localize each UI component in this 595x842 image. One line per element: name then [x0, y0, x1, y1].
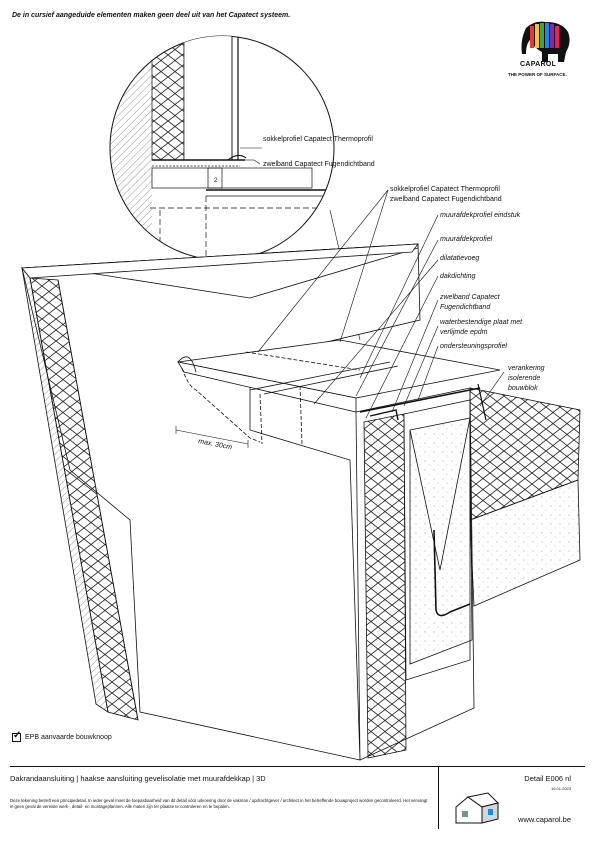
title-block: Dakrandaansluiting | haakse aansluiting … — [10, 766, 585, 829]
house-icon — [455, 792, 499, 824]
callout-plaat-2: verlijmde epdm — [440, 329, 488, 336]
callout-muurafdekprofiel-eindstuk: muurafdekprofiel eindstuk — [440, 212, 521, 219]
callout-dilatatievoeg: dilatatievoeg — [440, 255, 479, 262]
callout-thermoprofil: sokkelprofiel Capatect Thermoprofil — [390, 186, 500, 193]
callout-isolerende: isolerende — [508, 375, 540, 382]
callout-ondersteuningsprofiel: ondersteuningsprofiel — [440, 343, 507, 350]
brand-name: CAPAROL — [520, 61, 557, 68]
callout-muurafdekprofiel: muurafdekprofiel — [440, 236, 493, 243]
title-block-divider — [438, 767, 439, 829]
drawing-disclaimer: Deze tekening betreft een principedetail… — [10, 798, 428, 809]
building-3d-view — [21, 243, 581, 761]
detail-magnifier: 2 sokkelprofiel Capatect Thermoprofil zw… — [109, 35, 375, 261]
callout-fugendichtband: zwelband Capatect Fugendichtband — [390, 196, 502, 203]
detail-callout-2: zwelband Capatect Fugendichtband — [263, 161, 375, 168]
callout-verankering: verankering — [508, 365, 545, 372]
drawing-date: 19.01.2023 — [550, 786, 571, 791]
checkbox-icon — [12, 730, 21, 742]
epb-label: EPB aanvaarde bouwknoop — [25, 734, 112, 741]
drawing-title: Dakrandaansluiting | haakse aansluiting … — [10, 774, 266, 783]
callout-leaders — [257, 189, 505, 419]
epb-badge: EPB aanvaarde bouwknoop — [12, 730, 112, 742]
callout-zwelband-2: Fugendichtband — [440, 304, 491, 311]
caparol-elephant-logo — [521, 21, 570, 63]
callout-bouwblok: bouwblok — [508, 385, 538, 392]
disclaimer-note: De in cursief aangeduide elementen maken… — [12, 12, 291, 19]
brand-slogan: THE POWER OF SURFACE. — [508, 72, 567, 77]
callout-zwelband-1: zwelband Capatect — [439, 294, 501, 301]
detail-callout-1: sokkelprofiel Capatect Thermoprofil — [263, 136, 373, 143]
callout-plaat-1: waterbestendige plaat met — [440, 319, 523, 326]
detail-gap-label: 2 — [214, 178, 218, 184]
detail-number: Detail E006 nl — [524, 774, 571, 783]
website-link[interactable]: www.caparol.be — [518, 815, 571, 824]
callout-dakdichting: dakdichting — [440, 273, 476, 280]
